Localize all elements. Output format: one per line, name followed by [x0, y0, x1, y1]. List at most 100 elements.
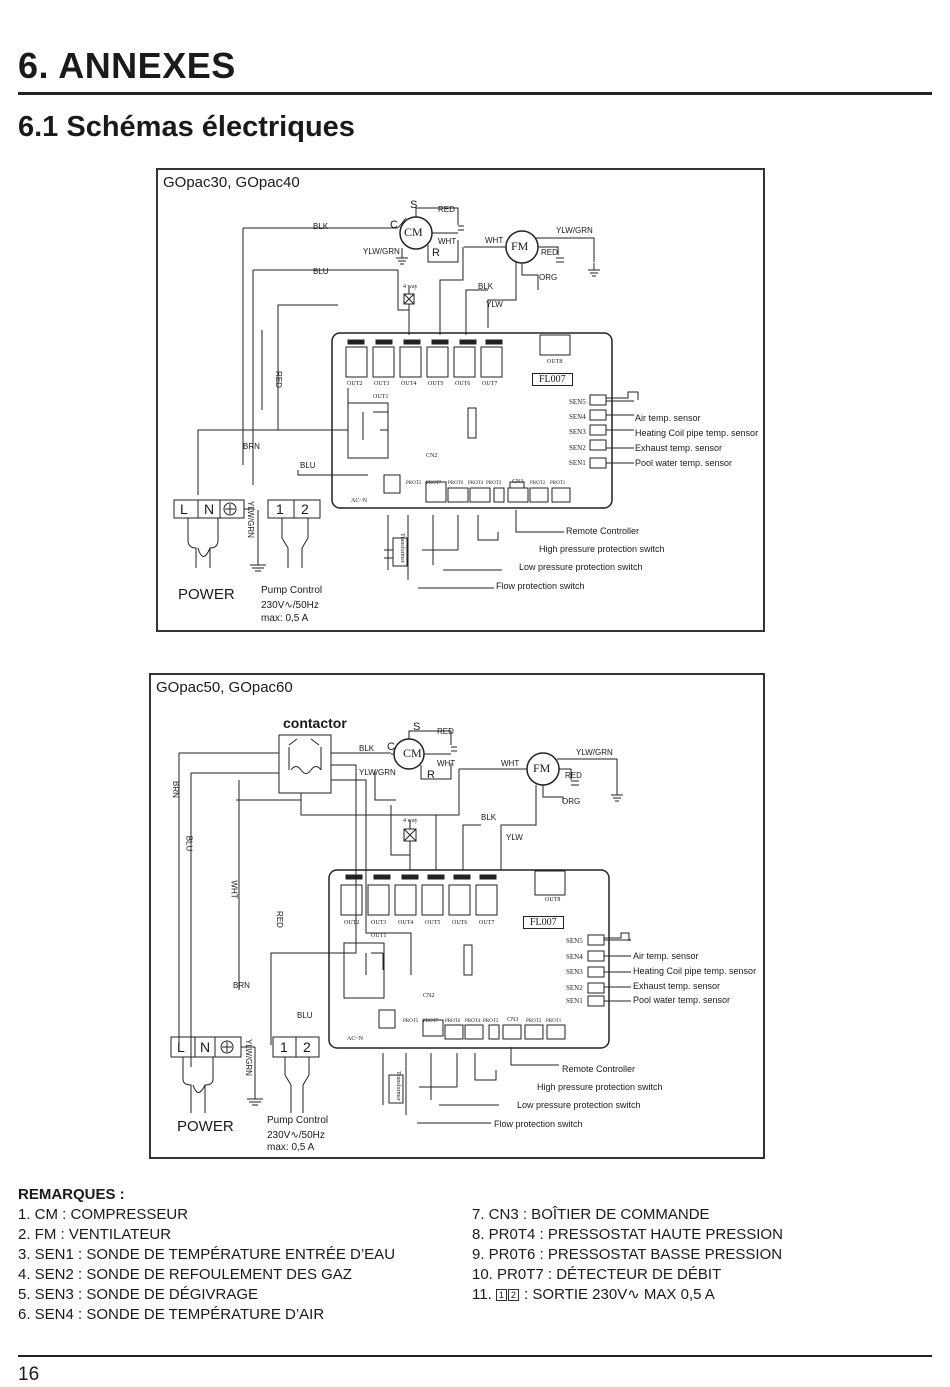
- remark-item: 4. SEN2 : SONDE DE REFOULEMENT DES GAZ: [18, 1266, 352, 1283]
- lp-switch-label: Low pressure protection switch: [519, 562, 643, 572]
- wire-red3-label: RED: [273, 371, 283, 388]
- sen3-label: SEN3: [569, 428, 586, 436]
- prot5-label-2: PROT5: [403, 1019, 419, 1024]
- wire2-blu-label: BLU: [184, 835, 194, 852]
- wire-blu2-label: BLU: [300, 461, 316, 470]
- remark-item: 7. CN3 : BOÎTIER DE COMMANDE: [472, 1206, 710, 1223]
- ac-n-label-2: AC~N: [347, 1036, 363, 1042]
- terminal2-n: N: [200, 1039, 211, 1055]
- remote-controller-label-2: Remote Controller: [562, 1064, 636, 1074]
- wire2-red-label: RED: [437, 727, 454, 736]
- wire-blk2-label: BLK: [478, 282, 494, 291]
- pump-max-label-2: max: 0,5 A: [267, 1142, 315, 1153]
- sensor2-air-label: Air temp. sensor: [633, 951, 699, 961]
- flow-switch-label-2: Flow protection switch: [494, 1119, 583, 1129]
- remark-item: 6. SEN4 : SONDE DE TEMPÉRATURE D’AIR: [18, 1306, 325, 1323]
- fan-motor-symbol: FM: [511, 239, 529, 253]
- wire-wht-label: WHT: [438, 237, 457, 246]
- wire2-blk-label: BLK: [359, 744, 375, 753]
- sen4-label: SEN4: [569, 413, 586, 421]
- fan-motor2-symbol: FM: [533, 761, 551, 775]
- prot4-label: PROT4: [468, 481, 484, 486]
- wire2-ylw-label: YLW: [506, 833, 523, 842]
- wire-brn-label: BRN: [243, 442, 260, 451]
- wire-blu-label: BLU: [313, 267, 329, 276]
- wire-red-label: RED: [438, 205, 455, 214]
- wire2-brn2-label: BRN: [233, 981, 250, 990]
- out1-label-2: OUT1: [371, 933, 387, 939]
- wiring-diagram-gopac30-40: GOpac30, GOpac40 S C R CM FM RED BLK YLW…: [156, 168, 765, 632]
- sensor-pool-label: Pool water temp. sensor: [635, 458, 733, 468]
- prot3-label: PROT3: [486, 481, 502, 486]
- remark-item: 8. PR0T4 : PRESSOSTAT HAUTE PRESSION: [472, 1226, 783, 1243]
- page-title: 6. ANNEXES: [18, 45, 236, 86]
- board-model-label-2: FL007: [523, 916, 564, 929]
- prot7-label: PROT7: [426, 481, 442, 486]
- footer-rule: [18, 1355, 932, 1357]
- wiring-diagram-gopac50-60: GOpac50, GOpac60 contactor S C R CM FM R…: [149, 673, 765, 1159]
- wire2-ylwgrn-label: YLW/GRN: [359, 768, 396, 777]
- remark-item: 1. CM : COMPRESSEUR: [18, 1206, 189, 1223]
- terminal-2: 2: [301, 501, 309, 517]
- hp-switch-label: High pressure protection switch: [539, 544, 665, 554]
- remarks-left: REMARQUES : 1. CM : COMPRESSEUR 2. FM : …: [18, 1185, 395, 1325]
- board-model-label: FL007: [532, 373, 573, 386]
- terminal-box-2-icon: 2: [507, 1289, 519, 1302]
- sensor2-coil-label: Heating Coil pipe temp. sensor: [633, 966, 757, 976]
- power-label-2: POWER: [177, 1118, 234, 1135]
- terminal2-1: 1: [280, 1039, 288, 1055]
- diagram1-svg: [173, 207, 639, 589]
- prot2-label: PROT2: [530, 481, 546, 486]
- pump-control-label-2: Pump Control: [267, 1115, 329, 1126]
- wire-org-label: ORG: [539, 273, 558, 282]
- terminal-n: N: [204, 501, 215, 517]
- flow-switch-label: Flow protection switch: [496, 581, 585, 591]
- cn3-label-2: CN3: [507, 1017, 519, 1023]
- wire2-org-label: ORG: [562, 797, 581, 806]
- remark-item: 3. SEN1 : SONDE DE TEMPÉRATURE ENTRÉE D’…: [18, 1246, 396, 1263]
- out6-label-2: OUT6: [452, 920, 468, 926]
- prot3-label-2: PROT3: [483, 1019, 499, 1024]
- out7-label: OUT7: [482, 381, 498, 387]
- prot1-label-2: PROT1: [546, 1019, 562, 1024]
- sen1-label: SEN1: [569, 459, 586, 467]
- pump-voltage-label-2: 230V∿/50Hz: [267, 1130, 325, 1141]
- sen5-label-2: SEN5: [566, 937, 583, 945]
- out2-label-2: OUT2: [344, 920, 360, 926]
- wire-wht2-label: WHT: [485, 236, 504, 245]
- cn3-label: CN3: [512, 479, 524, 485]
- out8-label-2: OUT8: [545, 897, 561, 903]
- label-cm-r: R: [432, 247, 440, 259]
- wire-ylwgrn-label: YLW/GRN: [363, 247, 400, 256]
- remark-item: 5. SEN3 : SONDE DE DÉGIVRAGE: [18, 1286, 259, 1303]
- section-title: 6.1 Schémas électriques: [18, 111, 355, 143]
- sen3-label-2: SEN3: [566, 968, 583, 976]
- label2-cm-s: S: [413, 721, 421, 733]
- four-way2-label: 4 way: [403, 818, 418, 824]
- wire2-brn-label: BRN: [170, 781, 180, 798]
- out4-label: OUT4: [401, 381, 417, 387]
- remark-item: 10. PR0T7 : DÉTECTEUR DE DÉBIT: [472, 1266, 722, 1283]
- relay-blocks: [345, 334, 571, 378]
- terminal2-2: 2: [303, 1039, 311, 1055]
- wire2-blu2-label: BLU: [297, 1011, 313, 1020]
- page-number: 16: [18, 1364, 40, 1385]
- remark-item: 9. PR0T6 : PRESSOSTAT BASSE PRESSION: [472, 1246, 783, 1263]
- wire-ylwgrn2-label: YLW/GRN: [556, 226, 593, 235]
- wire2-wht3-label: WHT: [229, 880, 239, 899]
- sensor-coil-label: Heating Coil pipe temp. sensor: [635, 428, 759, 438]
- prot2-label-2: PROT2: [526, 1019, 542, 1024]
- wire-ylw-label: YLW: [486, 300, 503, 309]
- sen2-label-2: SEN2: [566, 984, 583, 992]
- out2-label: OUT2: [347, 381, 363, 387]
- label-cm-s: S: [410, 199, 418, 211]
- label-cm-c: C: [390, 219, 398, 231]
- terminal2-l: L: [177, 1039, 185, 1055]
- terminal-1: 1: [276, 501, 284, 517]
- four-way-valve-label: 4 way: [403, 284, 418, 290]
- sensor2-pool-label: Pool water temp. sensor: [633, 995, 731, 1005]
- transformer-label: Transformer: [398, 533, 405, 563]
- pump-voltage-label: 230V∿/50Hz: [261, 600, 319, 611]
- remark-item: 2. FM : VENTILATEUR: [18, 1226, 172, 1243]
